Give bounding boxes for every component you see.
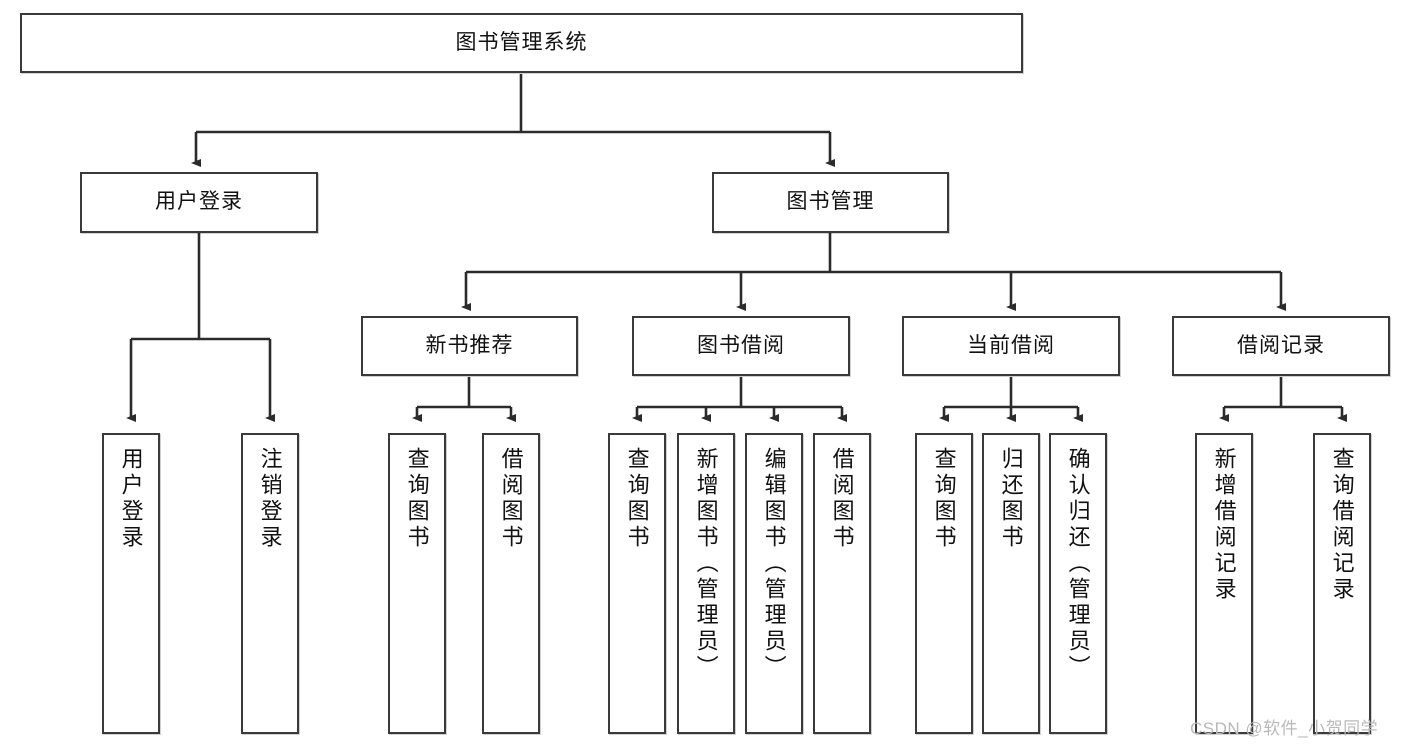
node-new-book-rec-label: 新书推荐 [425, 333, 514, 357]
node-leaf-query-book-1-label: 查询图书 [404, 447, 430, 551]
node-leaf-user-logout-label: 注销登录 [257, 447, 283, 551]
node-leaf-borrow-book-1-label: 借阅图书 [498, 447, 524, 551]
node-leaf-query-book-3[interactable]: 查询图书 [915, 433, 973, 734]
csdn-watermark: CSDN @软件_小贺同学 [1190, 719, 1379, 738]
node-book-borrow[interactable]: 图书借阅 [632, 316, 850, 376]
node-leaf-borrow-book-2-label: 借阅图书 [829, 447, 855, 551]
node-leaf-query-record-label: 查询借阅记录 [1329, 447, 1355, 603]
node-leaf-borrow-book-2[interactable]: 借阅图书 [813, 433, 871, 734]
node-leaf-return-book-label: 归还图书 [998, 447, 1024, 551]
node-current-borrow-label: 当前借阅 [967, 333, 1055, 357]
node-current-borrow[interactable]: 当前借阅 [902, 316, 1120, 376]
node-leaf-user-login[interactable]: 用户登录 [102, 433, 160, 734]
node-leaf-user-logout[interactable]: 注销登录 [241, 433, 299, 734]
node-leaf-query-book-1[interactable]: 查询图书 [388, 433, 446, 734]
node-new-book-rec[interactable]: 新书推荐 [361, 316, 578, 376]
node-leaf-user-login-label: 用户登录 [118, 447, 144, 551]
node-book-manage[interactable]: 图书管理 [712, 172, 949, 233]
node-root-label: 图书管理系统 [455, 30, 588, 54]
node-leaf-add-book[interactable]: 新增图书（管理员） [677, 433, 735, 734]
node-leaf-query-record[interactable]: 查询借阅记录 [1313, 433, 1371, 734]
node-leaf-add-book-label: 新增图书（管理员） [693, 447, 719, 681]
node-leaf-edit-book-label: 编辑图书（管理员） [761, 447, 787, 681]
node-leaf-borrow-book-1[interactable]: 借阅图书 [482, 433, 540, 734]
node-book-manage-label: 图书管理 [786, 190, 875, 214]
node-leaf-add-record-label: 新增借阅记录 [1211, 447, 1237, 603]
node-leaf-query-book-3-label: 查询图书 [931, 447, 957, 551]
node-user-login-label: 用户登录 [155, 190, 243, 214]
node-leaf-confirm-return[interactable]: 确认归还（管理员） [1049, 433, 1107, 734]
node-leaf-confirm-return-label: 确认归还（管理员） [1065, 447, 1091, 681]
node-leaf-query-book-2-label: 查询图书 [624, 447, 650, 551]
node-leaf-edit-book[interactable]: 编辑图书（管理员） [745, 433, 803, 734]
node-user-login[interactable]: 用户登录 [80, 172, 318, 233]
node-leaf-query-book-2[interactable]: 查询图书 [608, 433, 666, 734]
node-book-borrow-label: 图书借阅 [697, 333, 785, 357]
node-root[interactable]: 图书管理系统 [20, 13, 1023, 73]
node-leaf-return-book[interactable]: 归还图书 [982, 433, 1040, 734]
node-borrow-record[interactable]: 借阅记录 [1172, 316, 1390, 376]
node-leaf-add-record[interactable]: 新增借阅记录 [1195, 433, 1253, 734]
node-borrow-record-label: 借阅记录 [1237, 333, 1325, 357]
